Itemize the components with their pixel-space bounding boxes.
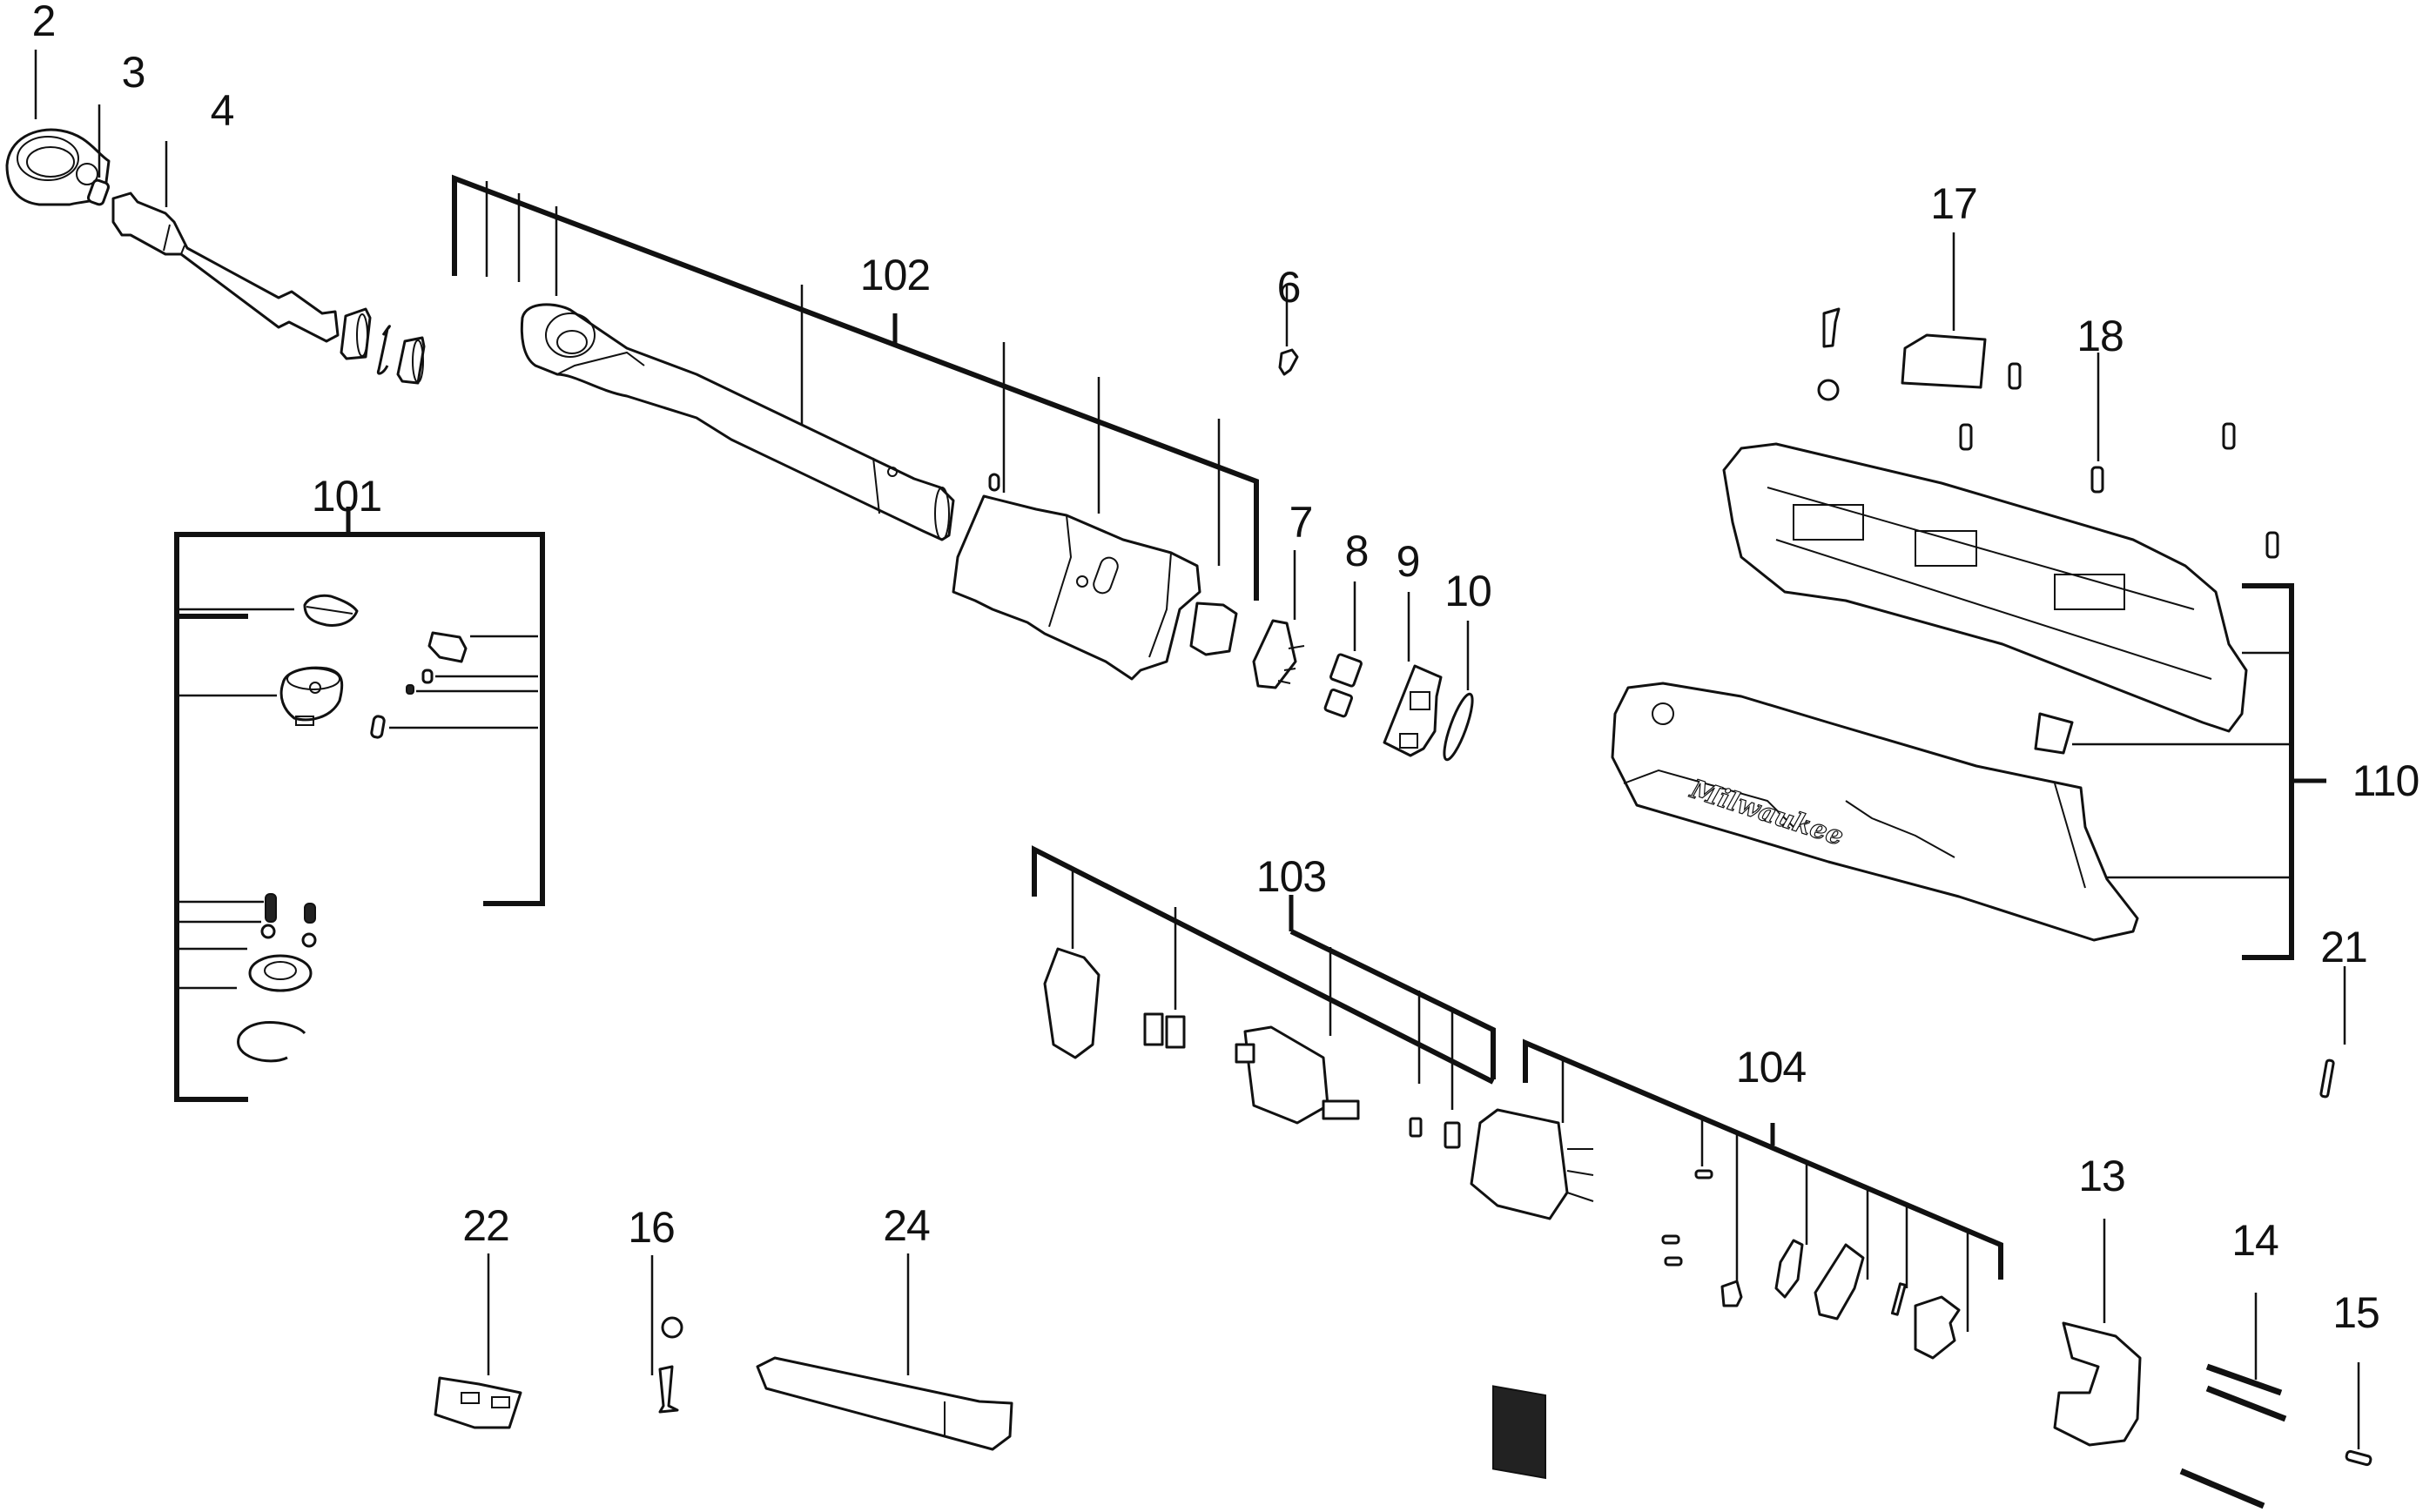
part-104-board-b <box>1814 1243 1865 1320</box>
callout-4: 4 <box>210 86 235 135</box>
part-2-ratchet-ring <box>5 128 111 206</box>
part-110-nameplate <box>2034 712 2074 755</box>
part-104-board-a <box>1774 1239 1804 1299</box>
part-6-screw <box>1278 348 1299 376</box>
part-110-housing-half-upper <box>1722 442 2248 733</box>
part-14-screws <box>2179 1363 2287 1509</box>
callout-102: 102 <box>859 251 931 299</box>
part-103-motor-housing <box>1043 947 1100 1059</box>
bracket-110 <box>2072 583 2326 960</box>
part-21-pin <box>2319 1058 2335 1099</box>
part-101-retaining-ring <box>237 1021 306 1063</box>
part-103-bushing-b <box>1444 1121 1461 1149</box>
part-13-battery-latch <box>2053 1321 2142 1447</box>
callout-24: 24 <box>883 1201 931 1250</box>
bracket-101 <box>174 507 545 1102</box>
part-102-bearing-b <box>396 336 426 385</box>
part-10-washer <box>1443 692 1474 762</box>
callout-18: 18 <box>2076 312 2124 360</box>
callout-104: 104 <box>1735 1043 1807 1092</box>
part-101-knob <box>303 594 359 627</box>
part-103-rotor <box>1235 1025 1360 1125</box>
callout-3: 3 <box>121 48 146 97</box>
callout-2: 2 <box>31 0 57 45</box>
part-103-bushing-a <box>1409 1117 1423 1138</box>
callout-8: 8 <box>1344 527 1370 575</box>
callout-6: 6 <box>1276 263 1302 312</box>
part-7-planet-carrier <box>1252 619 1305 689</box>
part-104-switch <box>1914 1295 1961 1360</box>
callout-110: 110 <box>2352 756 2420 805</box>
callout-7: 7 <box>1289 498 1314 547</box>
part-16-screw <box>658 1316 683 1414</box>
part-101-pin <box>370 715 386 739</box>
part-22-cover <box>434 1376 522 1429</box>
part-104-pin <box>1890 1282 1907 1316</box>
bracket-102 <box>452 174 1259 601</box>
callout-22: 22 <box>462 1201 510 1250</box>
part-101-springs <box>265 893 316 924</box>
callout-10: 10 <box>1444 567 1492 615</box>
part-101-pawl <box>427 631 468 663</box>
callout-16: 16 <box>628 1203 676 1252</box>
part-104-sensor <box>1720 1280 1743 1307</box>
part-102-gear-housing <box>952 494 1201 681</box>
part-101-thrust-washer <box>248 954 313 992</box>
part-102-bushing <box>1189 601 1238 656</box>
part-9-ring-gear <box>1383 664 1443 757</box>
part-104-stator <box>1470 1108 1594 1480</box>
part-104-screws <box>1661 1169 1713 1267</box>
callout-17: 17 <box>1930 179 1978 228</box>
callout-101: 101 <box>311 472 382 521</box>
part-102-retaining-clip <box>376 325 391 375</box>
bracket-103 <box>1032 845 1496 1110</box>
part-15-screw <box>2345 1449 2373 1467</box>
part-101-detent-pin <box>421 669 434 684</box>
part-101-set-screw <box>406 684 414 695</box>
callout-103: 103 <box>1255 852 1327 901</box>
part-102-ratchet-head-housing <box>520 303 955 541</box>
bracket-104 <box>1523 1038 2003 1332</box>
part-4-drive-shaft <box>111 192 340 343</box>
callout-14: 14 <box>2231 1216 2279 1265</box>
part-102-pin <box>988 473 1000 492</box>
callout-21: 21 <box>2320 923 2368 971</box>
part-24-bit-holder <box>756 1356 1013 1451</box>
part-101-balls <box>260 924 317 948</box>
part-18-screws <box>1817 307 2279 559</box>
part-110-housing-half-lower <box>1611 682 2139 942</box>
callout-15: 15 <box>2332 1288 2380 1337</box>
callout-13: 13 <box>2078 1152 2126 1200</box>
part-101-reverse-cup <box>279 666 344 726</box>
callout-9: 9 <box>1396 537 1421 586</box>
part-3-bushing <box>87 178 110 206</box>
part-103-bearing <box>1143 1012 1186 1049</box>
part-17-label <box>1901 333 1987 389</box>
part-8-planet-gear <box>1323 653 1363 718</box>
part-102-bearing-a <box>340 307 372 360</box>
